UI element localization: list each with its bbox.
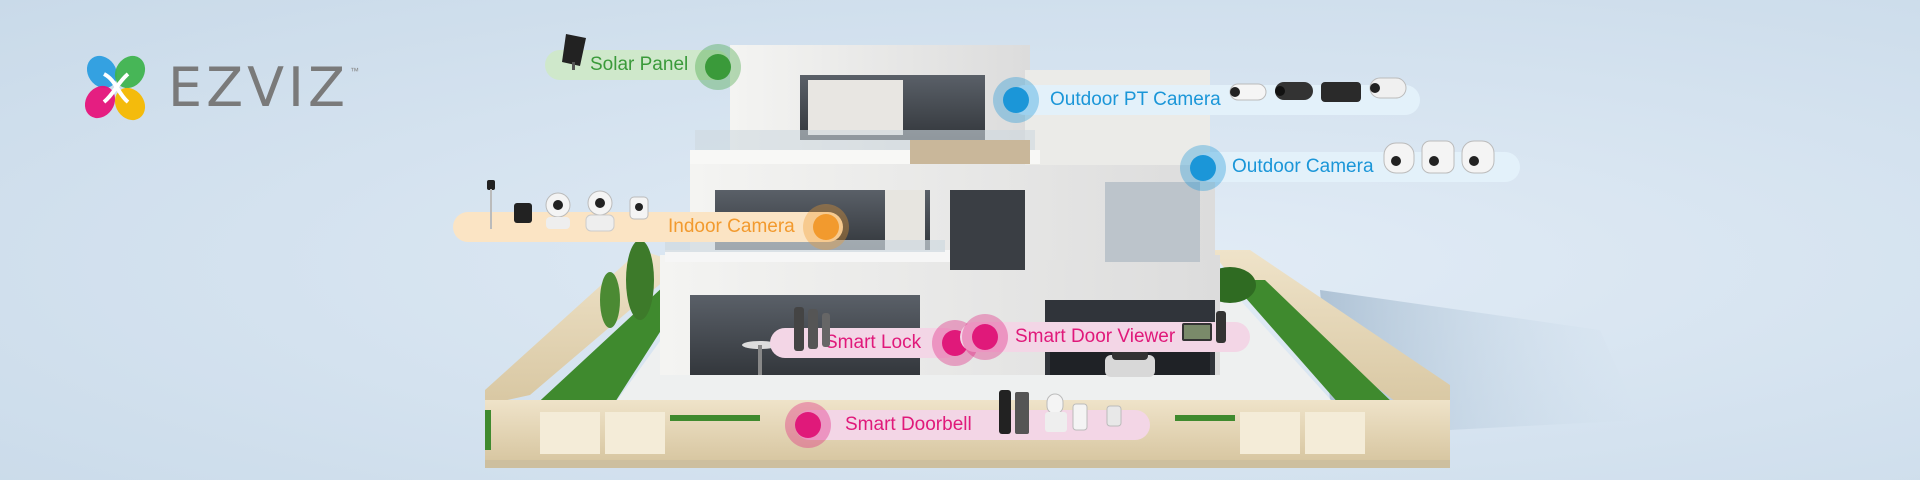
indoor-camera-products-icon — [487, 180, 649, 232]
right-lawn — [1230, 280, 1395, 405]
outdoor-pt-camera-dot[interactable] — [1003, 87, 1029, 113]
indoor-camera-label: Indoor Camera — [668, 216, 795, 237]
smart-door-viewer-dot[interactable] — [972, 324, 998, 350]
outdoor-camera-dot[interactable] — [1190, 155, 1216, 181]
solar-panel-dot[interactable] — [705, 54, 731, 80]
outdoor-pt-camera-products-icon — [1229, 77, 1407, 102]
ezviz-flower-icon — [84, 55, 146, 121]
smart-door-viewer-products-icon — [1182, 311, 1226, 343]
indoor-camera-dot[interactable] — [813, 214, 839, 240]
smart-lock-label: Smart Lock — [825, 332, 922, 353]
tree — [626, 240, 654, 320]
smart-doorbell-products-icon — [999, 390, 1122, 434]
smart-doorbell-label: Smart Doorbell — [845, 414, 972, 435]
solar-panel-icon — [562, 34, 586, 70]
smart-door-viewer-label: Smart Door Viewer — [1015, 326, 1176, 347]
logo-wordmark: EZVIZ — [168, 56, 349, 119]
outdoor-pt-camera-label: Outdoor PT Camera — [1050, 89, 1221, 110]
car — [1105, 355, 1155, 377]
outdoor-camera-products-icon — [1383, 140, 1495, 174]
solar-panel-label: Solar Panel — [590, 54, 689, 75]
trademark-symbol: ™ — [350, 66, 359, 76]
outdoor-camera-label: Outdoor Camera — [1232, 156, 1374, 177]
brand-logo[interactable]: EZVIZ ™ — [78, 50, 378, 130]
smart-lock-products-icon — [794, 307, 830, 351]
left-fence — [485, 250, 665, 405]
smart-doorbell-dot[interactable] — [795, 412, 821, 438]
hotspot-solar-panel[interactable]: Solar Panel — [545, 50, 730, 80]
hotspot-smart-doorbell[interactable]: Smart Doorbell — [795, 410, 1150, 440]
left-lawn — [530, 285, 690, 410]
